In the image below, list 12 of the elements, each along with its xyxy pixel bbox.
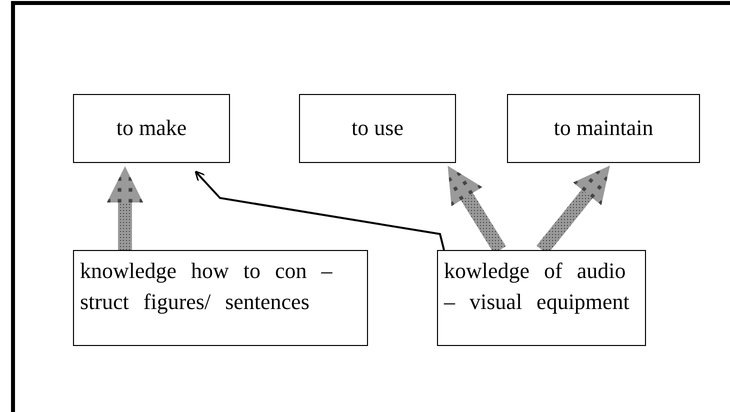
knowledge-box (437, 250, 646, 346)
thick-arrow (106, 166, 144, 250)
box-label: to use (350, 114, 404, 142)
box-label: to make (115, 114, 188, 142)
goal-box (299, 94, 456, 163)
goal-box (507, 94, 700, 163)
box-label: knowledge how to con – struct figures/ sentences (79, 257, 334, 316)
goal-box (73, 94, 230, 163)
arrow (194, 170, 445, 250)
box-label: kowledge of audio – visual equipment (442, 257, 630, 316)
box-label: to maintain (552, 114, 654, 142)
knowledge-box (73, 250, 368, 346)
